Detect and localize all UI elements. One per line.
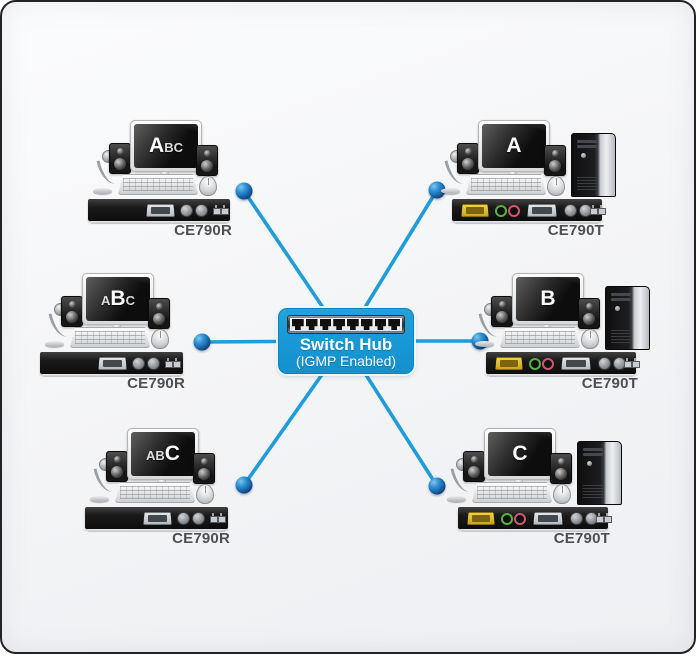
connector-icon [213,205,221,215]
monitor-icon: ABC [82,273,154,337]
mouse-icon [547,176,565,196]
device-label: CE790T [553,530,610,547]
monitor-icon: C [484,428,556,492]
device-label: CE790T [547,222,604,239]
connector-icon [221,205,229,215]
extender-unit-receiver [85,507,228,532]
keyboard-icon [118,174,198,195]
computer-tower-icon [571,133,616,197]
keyboard-icon [70,327,150,348]
mouse-icon [553,484,571,504]
mouse-icon [199,176,217,196]
screen-label: ABC [149,134,183,157]
speaker-icon [193,453,215,484]
connector-icon [596,513,604,523]
network-node [235,476,253,494]
connector-icon [598,205,606,215]
device-label: CE790R [174,222,232,239]
vga-port-icon [561,357,591,370]
vga-port-icon [461,204,489,217]
switch-ports [290,318,402,331]
knob-icon [195,204,208,217]
speaker-icon [148,298,170,329]
audio-jack-icon [529,358,541,370]
computer-tower-icon [605,286,650,350]
screen-label: B [540,287,556,310]
speaker-icon [61,296,83,327]
vga-port-icon [467,512,495,525]
mic-jack-icon [514,513,526,525]
knob-icon [564,204,577,217]
speaker-icon [457,143,479,174]
speaker-icon [463,451,485,482]
vga-port-icon [533,512,563,525]
knob-icon [147,357,160,370]
mic-jack-icon [508,205,520,217]
speaker-icon [544,145,566,176]
extender-unit-transmitter [452,199,606,224]
monitor-icon: ABC [130,120,202,184]
mouse-icon [151,329,169,349]
connector-icon [173,358,181,368]
keyboard-icon [472,482,552,503]
hub-title: Switch Hub [299,335,393,354]
vga-port-icon [98,357,127,370]
knob-icon [177,512,190,525]
knob-icon [570,512,583,525]
ethernet-switch-icon [287,315,405,334]
vga-port-icon [143,512,172,525]
connector-icon [624,358,632,368]
speaker-icon [491,296,513,327]
mouse-icon [196,484,214,504]
connector-icon [165,358,173,368]
network-node [428,181,446,199]
audio-jack-icon [501,513,513,525]
connector-icon [604,513,612,523]
device-label: CE790T [581,375,638,392]
screen-label: C [512,442,528,465]
knob-icon [192,512,205,525]
mouse-icon [581,329,599,349]
speaker-icon [550,453,572,484]
device-label: CE790R [127,375,185,392]
keyboard-icon [466,174,546,195]
speaker-icon [196,145,218,176]
screen-label: A [506,134,522,157]
extender-unit-receiver [40,352,183,377]
vga-port-icon [495,357,523,370]
screen-label: ABC [101,287,135,310]
network-node [235,182,253,200]
network-node [428,477,446,495]
switch-hub: Switch Hub (IGMP Enabled) [278,308,414,374]
connector-icon [210,513,218,523]
device-label: CE790R [172,530,230,547]
extender-unit-transmitter [486,352,640,377]
hub-subtitle: (IGMP Enabled) [295,353,397,369]
keyboard-icon [500,327,580,348]
knob-icon [598,357,611,370]
knob-icon [180,204,193,217]
connector-icon [632,358,640,368]
screen-label: ABC [146,442,180,465]
mic-jack-icon [542,358,554,370]
vga-port-icon [146,204,175,217]
speaker-icon [109,143,131,174]
speaker-icon [106,451,128,482]
vga-port-icon [527,204,557,217]
extender-unit-receiver [88,199,230,224]
connector-icon [590,205,598,215]
audio-jack-icon [495,205,507,217]
speaker-icon [578,298,600,329]
knob-icon [132,357,145,370]
network-node [193,333,211,351]
computer-tower-icon [577,441,622,505]
keyboard-icon [115,482,195,503]
extender-unit-transmitter [458,507,612,532]
connector-icon [218,513,226,523]
